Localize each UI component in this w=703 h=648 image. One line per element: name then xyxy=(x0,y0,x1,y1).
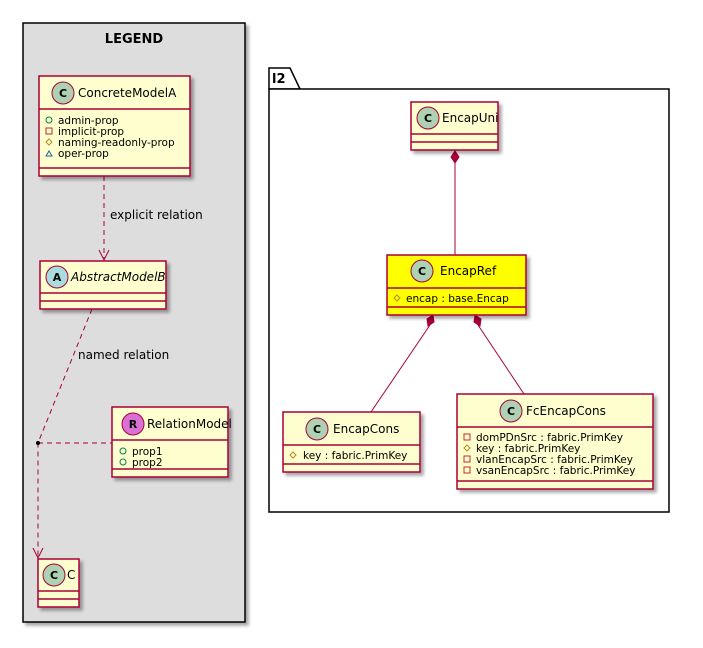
class-name: C xyxy=(67,568,75,582)
class-attribute: oper-prop xyxy=(58,148,109,160)
class-name: FcEncapCons xyxy=(526,404,606,418)
composition-edge xyxy=(370,324,431,413)
composition-diamond xyxy=(426,314,435,327)
abstract-stereotype-icon xyxy=(45,265,69,289)
protected-visibility-icon xyxy=(463,444,471,452)
class-attribute: naming-readonly-prop xyxy=(58,137,175,149)
named-relation-arrowhead xyxy=(32,547,44,560)
private-visibility-icon xyxy=(463,433,471,441)
class-stereotype-icon xyxy=(305,417,329,441)
class-stereotype-letter: C xyxy=(424,112,432,125)
relation-junction-point xyxy=(36,441,40,445)
class-name: AbstractModelB xyxy=(70,270,166,284)
class-stereotype-icon xyxy=(51,81,75,105)
class-name: EncapUni xyxy=(442,111,498,125)
class-name: EncapCons xyxy=(333,422,399,436)
class-encap-uni: C EncapUni xyxy=(410,101,499,151)
protected-visibility-icon xyxy=(45,138,53,146)
class-fc-encap-cons: C FcEncapCons domPDnSrc : fabric.PrimKey… xyxy=(456,393,654,490)
class-relation-model: R RelationModel prop1 prop2 xyxy=(111,406,232,478)
class-attribute: vlanEncapSrc : fabric.PrimKey xyxy=(476,454,633,466)
class-attribute: prop1 xyxy=(132,446,163,458)
package-name: l2 xyxy=(272,72,286,87)
explicit-relation-arrowhead xyxy=(98,249,110,262)
composition-diamond xyxy=(450,150,460,164)
class-concrete-model-a: C ConcreteModelA admin-prop implicit-pro… xyxy=(38,75,191,177)
named-relation-label: named relation xyxy=(78,348,169,362)
class-attribute: domPDnSrc : fabric.PrimKey xyxy=(476,432,623,444)
class-stereotype-icon xyxy=(416,106,440,130)
class-attribute: admin-prop xyxy=(58,115,119,127)
legend-title: LEGEND xyxy=(105,32,164,47)
class-name: RelationModel xyxy=(147,417,232,431)
public-visibility-icon xyxy=(45,116,53,124)
class-attribute: vsanEncapSrc : fabric.PrimKey xyxy=(476,465,635,477)
class-attribute: encap : base.Encap xyxy=(406,293,509,305)
public-visibility-icon xyxy=(119,458,127,466)
class-c: C C xyxy=(37,558,80,608)
class-attribute: prop2 xyxy=(132,457,163,469)
class-stereotype-icon xyxy=(42,563,66,587)
private-visibility-icon xyxy=(463,466,471,474)
class-name: EncapRef xyxy=(440,264,497,278)
class-stereotype-letter: C xyxy=(418,265,426,278)
package-l2: l2 C EncapUni C EncapRef encap : base.En… xyxy=(268,67,670,513)
class-stereotype-letter: C xyxy=(59,87,67,100)
class-stereotype-icon xyxy=(410,259,434,283)
class-stereotype-icon xyxy=(499,399,523,423)
explicit-relation-label: explicit relation xyxy=(110,208,203,222)
relation-stereotype-letter: R xyxy=(129,418,138,431)
class-attribute: key : fabric.PrimKey xyxy=(303,450,407,462)
abstract-stereotype-letter: A xyxy=(53,271,62,284)
class-attribute: key : fabric.PrimKey xyxy=(476,443,580,455)
protected-visibility-icon xyxy=(393,294,401,302)
private-visibility-icon xyxy=(463,455,471,463)
class-encap-cons: C EncapCons key : fabric.PrimKey xyxy=(282,411,421,473)
class-encap-ref: C EncapRef encap : base.Encap xyxy=(386,254,527,316)
class-stereotype-letter: C xyxy=(507,405,515,418)
composition-diamond xyxy=(473,314,482,327)
legend-group: LEGEND explicit relation named relation … xyxy=(22,22,246,623)
protected-visibility-icon xyxy=(289,451,297,459)
class-stereotype-letter: C xyxy=(50,569,58,582)
class-name: ConcreteModelA xyxy=(78,86,177,100)
class-attribute: implicit-prop xyxy=(58,126,124,138)
package-visibility-icon xyxy=(45,150,53,157)
composition-edge xyxy=(477,324,525,395)
class-abstract-model-b: A AbstractModelB xyxy=(39,260,167,310)
relation-stereotype-icon xyxy=(121,412,145,436)
public-visibility-icon xyxy=(119,447,127,455)
private-visibility-icon xyxy=(45,127,53,135)
class-stereotype-letter: C xyxy=(313,423,321,436)
